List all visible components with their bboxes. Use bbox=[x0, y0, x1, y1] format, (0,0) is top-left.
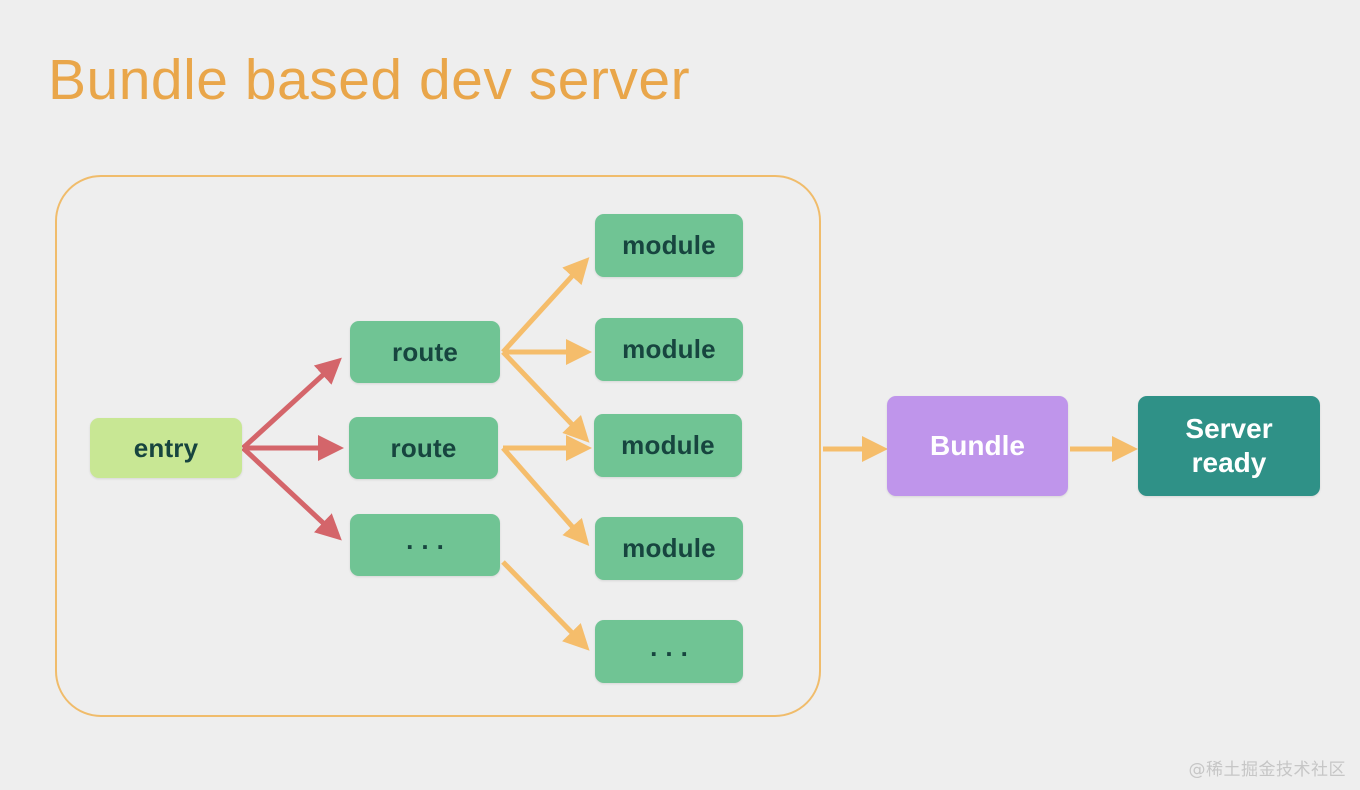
node-route-2[interactable]: route bbox=[349, 417, 498, 479]
node-module-1[interactable]: module bbox=[595, 214, 743, 277]
node-server-ready-label: Server ready bbox=[1185, 413, 1273, 478]
node-route-3-label: ... bbox=[406, 525, 452, 555]
node-entry[interactable]: entry bbox=[90, 418, 242, 478]
node-module-5-label: ... bbox=[650, 631, 696, 662]
page-title: Bundle based dev server bbox=[48, 48, 691, 112]
node-module-3[interactable]: module bbox=[594, 414, 742, 477]
node-route-1-label: route bbox=[392, 336, 458, 367]
watermark: @稀土掘金技术社区 bbox=[1188, 760, 1346, 780]
node-route-1[interactable]: route bbox=[350, 321, 500, 383]
node-module-5-ellipsis[interactable]: ... bbox=[595, 620, 743, 683]
node-route-2-label: route bbox=[390, 432, 457, 463]
node-server-ready[interactable]: Server ready bbox=[1138, 396, 1320, 496]
node-entry-label: entry bbox=[133, 432, 199, 463]
node-route-3-ellipsis[interactable]: ... bbox=[350, 514, 500, 576]
node-bundle-label: Bundle bbox=[930, 430, 1025, 461]
bundle-group-container bbox=[55, 175, 821, 717]
node-module-2[interactable]: module bbox=[595, 318, 743, 381]
node-module-1-label: module bbox=[622, 230, 716, 260]
node-module-4-label: module bbox=[622, 533, 716, 563]
node-module-3-label: module bbox=[621, 430, 715, 460]
node-bundle[interactable]: Bundle bbox=[887, 396, 1068, 496]
node-module-4[interactable]: module bbox=[595, 517, 743, 580]
node-module-2-label: module bbox=[622, 334, 716, 364]
